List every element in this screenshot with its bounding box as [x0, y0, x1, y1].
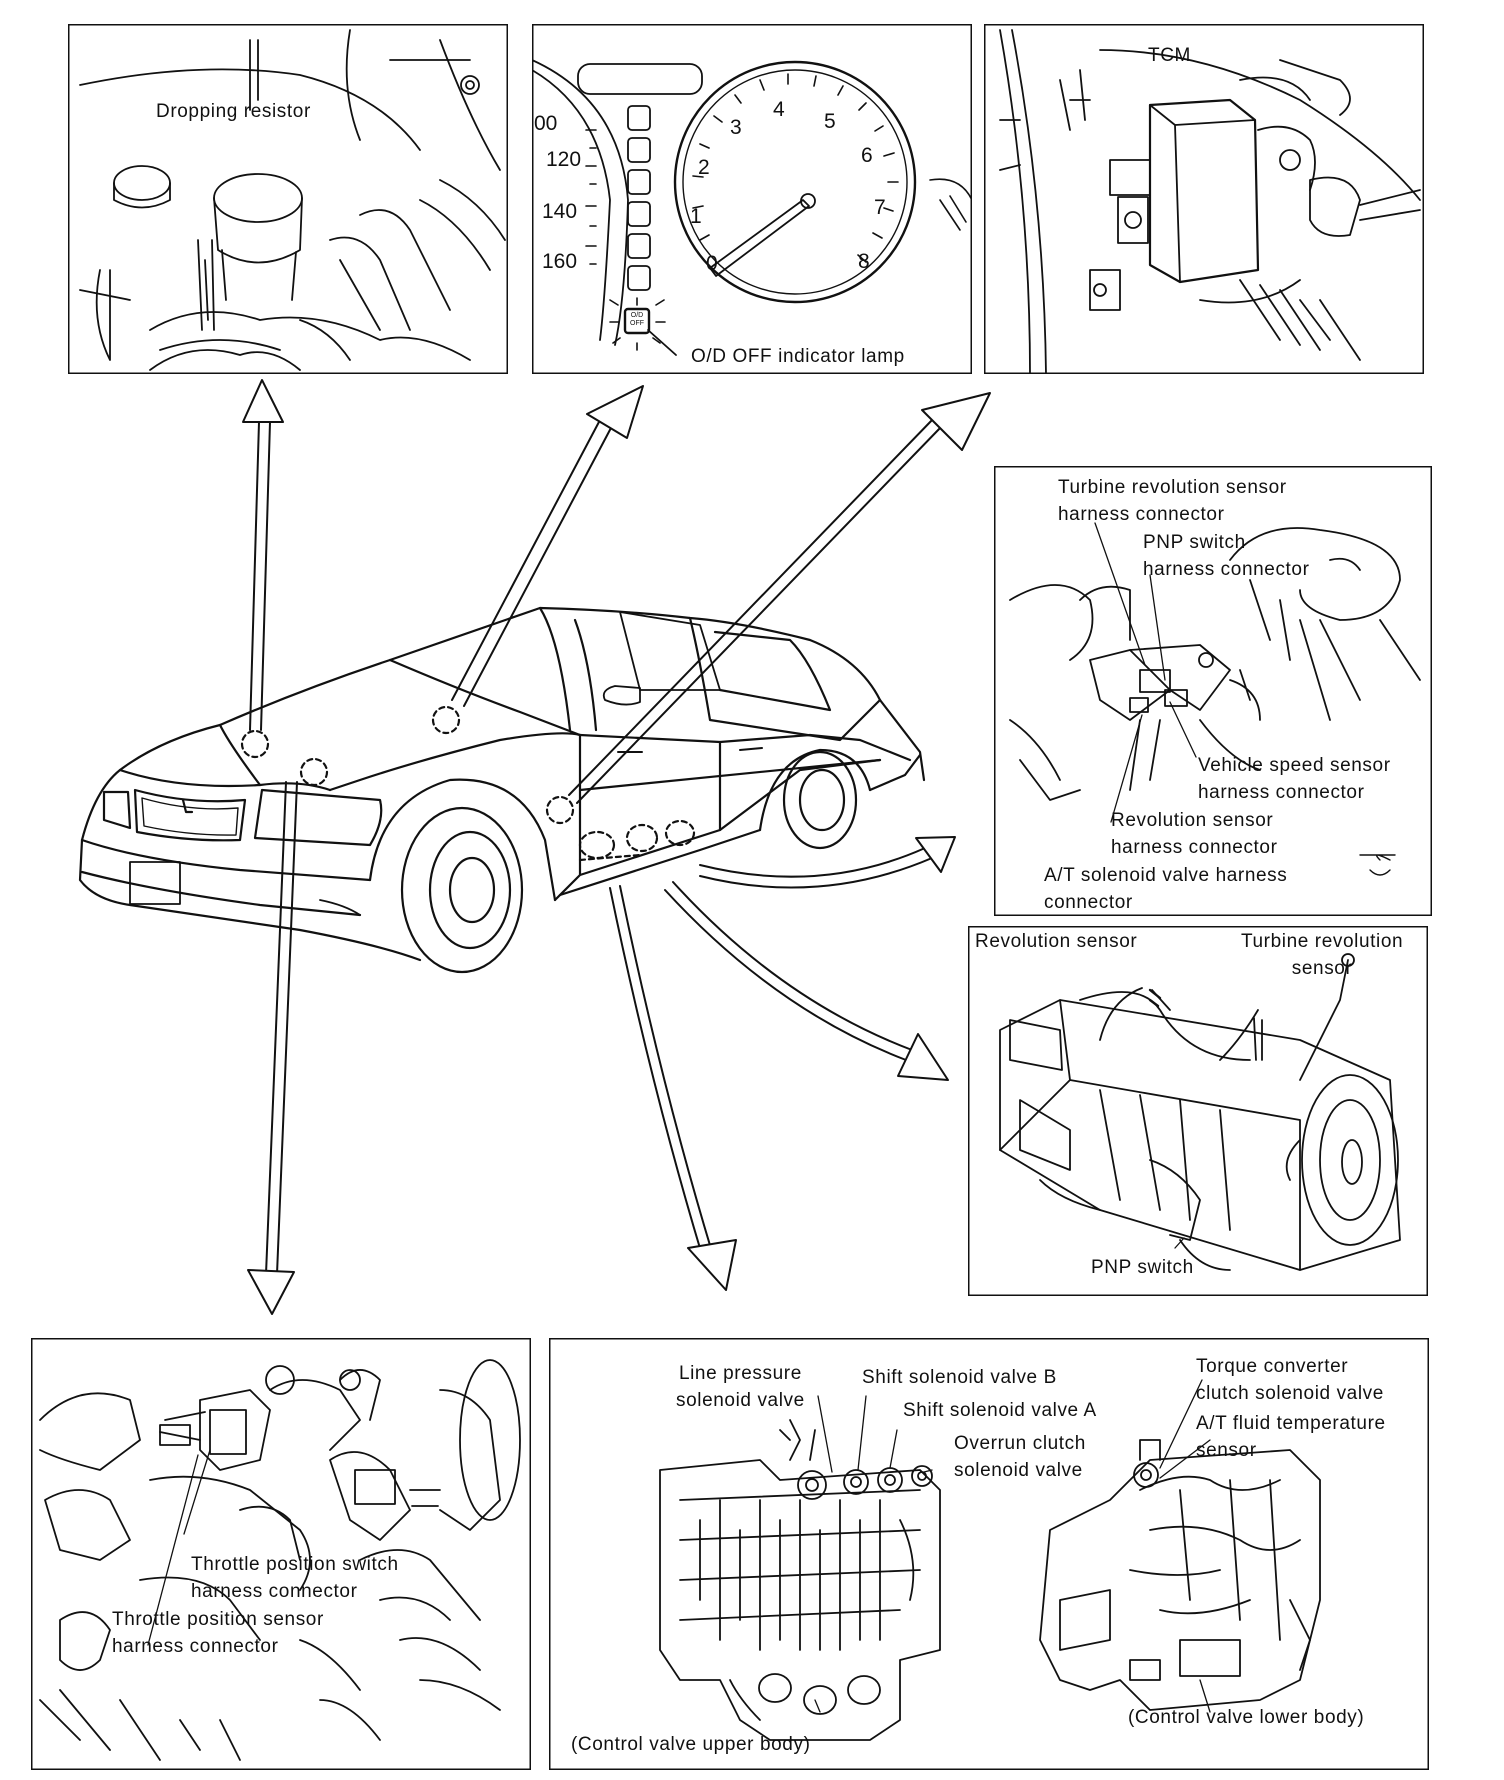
arrow-cluster — [451, 385, 644, 707]
label-line: Throttle position sensor — [112, 1609, 324, 1630]
label-turbine-sensor: Turbine revolution sensor — [1241, 928, 1403, 982]
label-line: clutch solenoid valve — [1196, 1383, 1384, 1404]
tach-tick-label: 3 — [730, 116, 742, 139]
panel-throttle — [31, 1338, 531, 1770]
caption-lower-body: (Control valve lower body) — [1128, 1707, 1365, 1728]
speed-tick-label: 120 — [546, 148, 582, 171]
label-turbine-connector: Turbine revolution sensor harness connec… — [1058, 474, 1287, 528]
upper-body-drawing — [659, 1419, 941, 1741]
label-line: PNP switch — [1143, 532, 1246, 553]
label-line-pressure-solenoid: Line pressure solenoid valve — [676, 1360, 805, 1414]
label-tcm: TCM — [1148, 45, 1191, 66]
od-off-lamp — [609, 297, 677, 356]
label-line: harness connector — [1143, 559, 1310, 580]
label-line: harness connector — [1198, 782, 1365, 803]
label-shift-solenoid-b: Shift solenoid valve B — [862, 1367, 1057, 1388]
car-drawing — [78, 606, 926, 974]
tach-tick-label: 1 — [690, 205, 702, 228]
label-revolution-connector: Revolution sensor harness connector — [1111, 807, 1278, 861]
label-revolution-sensor: Revolution sensor — [975, 931, 1138, 952]
label-line: Throttle position switch — [191, 1554, 399, 1575]
tach-tick-label: 5 — [824, 110, 836, 133]
label-line: sensor — [1196, 1440, 1257, 1461]
label-dropping-resistor: Dropping resistor — [156, 101, 311, 122]
label-line: solenoid valve — [676, 1390, 805, 1411]
label-throttle-sensor: Throttle position sensor harness connect… — [112, 1606, 324, 1660]
label-solenoid-connector: A/T solenoid valve harness connector — [1044, 862, 1287, 916]
label-line: A/T solenoid valve harness — [1044, 865, 1288, 886]
label-line: Turbine revolution — [1241, 931, 1404, 952]
tach-tick-label: 0 — [706, 252, 718, 275]
arrow-transmission — [664, 881, 949, 1081]
panel-dropping-resistor — [68, 24, 508, 374]
caption-upper-body: (Control valve upper body) — [571, 1734, 811, 1755]
panel-instrument-cluster — [532, 24, 972, 374]
tach-needle — [709, 199, 810, 277]
arrow-tcm — [568, 392, 991, 804]
tach-tick-label: 4 — [773, 98, 785, 121]
label-line: harness connector — [1111, 837, 1278, 858]
panel-tcm — [984, 24, 1424, 374]
label-line: Torque converter — [1196, 1356, 1349, 1377]
label-pnp-connector: PNP switch harness connector — [1143, 529, 1310, 583]
label-line: harness connector — [191, 1581, 358, 1602]
label-shift-solenoid-a: Shift solenoid valve A — [903, 1400, 1097, 1421]
label-line: harness connector — [112, 1636, 279, 1657]
label-vss-connector: Vehicle speed sensor harness connector — [1198, 752, 1391, 806]
panel-harness-connectors — [994, 466, 1432, 916]
panel-transmission — [968, 926, 1428, 1296]
arrow-connectors — [699, 836, 956, 889]
arrow-throttle — [247, 781, 298, 1315]
tach-tick-label: 7 — [874, 196, 886, 219]
arrow-control-valve — [609, 885, 737, 1291]
lamp-text-off: OFF — [630, 320, 644, 327]
label-fluid-temperature-sensor: A/T fluid temperature sensor — [1196, 1410, 1386, 1464]
tach-tick-label: 2 — [698, 156, 710, 179]
label-od-off-indicator-lamp: O/D OFF indicator lamp — [691, 346, 905, 367]
label-line: sensor — [1291, 958, 1353, 979]
label-pnp-switch: PNP switch — [1091, 1257, 1194, 1278]
arrows — [242, 379, 991, 1315]
label-throttle-switch: Throttle position switch harness connect… — [191, 1551, 399, 1605]
lower-body-drawing — [1039, 1439, 1321, 1711]
label-line: A/T fluid temperature — [1196, 1413, 1386, 1434]
label-torque-converter-solenoid: Torque converter clutch solenoid valve — [1196, 1353, 1384, 1407]
arrow-dropping-resistor — [242, 379, 284, 731]
label-overrun-clutch-solenoid: Overrun clutch solenoid valve — [954, 1430, 1086, 1484]
location-markers — [240, 705, 696, 862]
lamp-text-od: O/D — [630, 312, 644, 319]
label-line: Vehicle speed sensor — [1198, 755, 1391, 776]
speed-tick-label: 00 — [534, 112, 558, 135]
label-line: harness connector — [1058, 504, 1225, 525]
tcm-module — [1148, 98, 1260, 284]
tach-ticks — [692, 73, 899, 263]
label-line: solenoid valve — [954, 1460, 1083, 1481]
tach-tick-label: 6 — [861, 144, 873, 167]
label-line: Turbine revolution sensor — [1058, 477, 1287, 498]
speed-tick-label: 160 — [542, 250, 578, 273]
tach-tick-label: 8 — [858, 250, 870, 273]
panel-control-valves — [549, 1338, 1429, 1770]
bar-gauge — [627, 105, 651, 291]
label-line: connector — [1044, 892, 1133, 913]
speed-tick-label: 140 — [542, 200, 578, 223]
od-off-lamp-text: O/D OFF — [629, 312, 645, 328]
label-line: Line pressure — [678, 1363, 802, 1384]
label-line: Revolution sensor — [1111, 810, 1274, 831]
label-line: Overrun clutch — [954, 1433, 1086, 1454]
